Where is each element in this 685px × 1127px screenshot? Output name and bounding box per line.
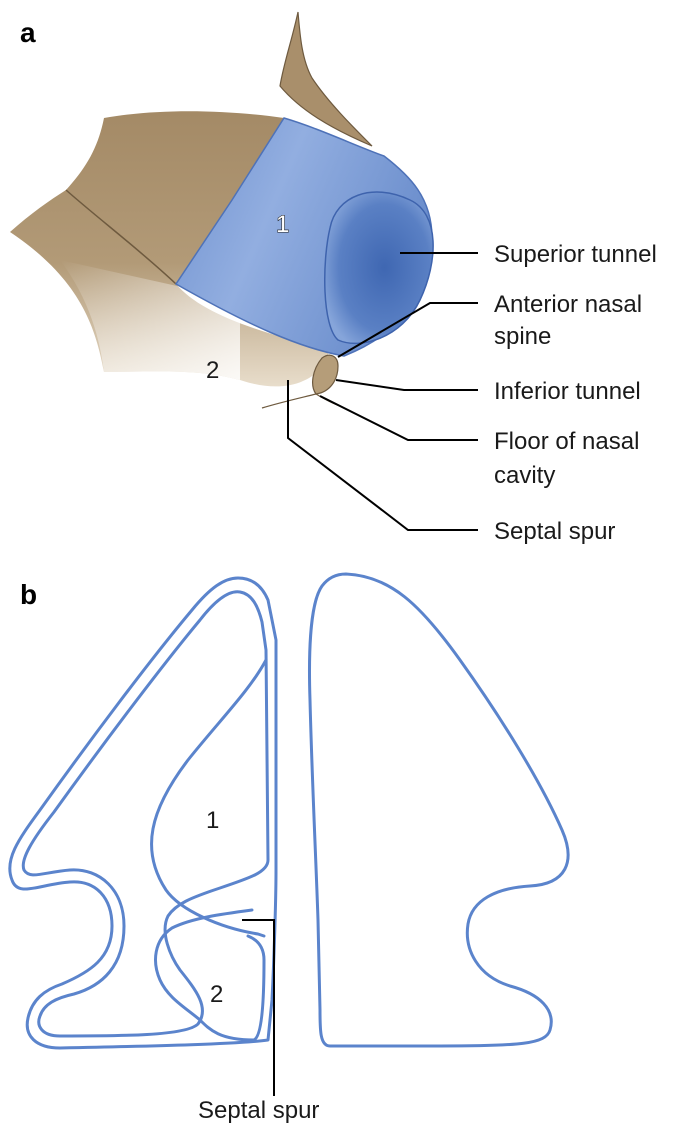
label-septal-spur-a: Septal spur: [494, 518, 615, 545]
panel-a: a 1 2 Superior tunnel Anterior nasal spi…: [10, 11, 657, 545]
panel-a-letter: a: [20, 17, 36, 48]
label-inferior-tunnel: Inferior tunnel: [494, 378, 641, 405]
left-cavity-outer-wall: [8, 576, 278, 1050]
leader-inferior-tunnel: [335, 379, 478, 391]
bone-fissure-line: [65, 189, 177, 285]
label-anterior-nasal-spine-1: Anterior nasal: [494, 291, 642, 318]
leader-anterior-nasal-spine: [337, 302, 478, 358]
panel-b-region-2: 2: [210, 981, 223, 1008]
superior-tunnel-outline: [150, 658, 268, 938]
right-cavity-wall: [308, 572, 570, 1048]
panel-b: b 1 2 Septal spur: [8, 572, 570, 1124]
label-floor-of-nasal-cavity-2: cavity: [494, 462, 555, 489]
left-cavity-inner-wall: [21, 590, 270, 1038]
panel-a-region-2: 2: [206, 357, 219, 384]
upper-bone-flap: [279, 11, 373, 147]
label-superior-tunnel: Superior tunnel: [494, 241, 657, 268]
leader-septal-spur-b: [242, 919, 275, 1096]
panel-b-region-1: 1: [206, 807, 219, 834]
inferior-tunnel-outline: [154, 908, 266, 1042]
label-septal-spur-b: Septal spur: [198, 1097, 319, 1124]
panel-b-letter: b: [20, 579, 37, 610]
leader-septal-spur-a: [287, 380, 478, 531]
maxillary-bone: [10, 111, 330, 387]
anterior-nasal-spine: [312, 354, 339, 395]
label-anterior-nasal-spine-2: spine: [494, 323, 551, 350]
label-floor-of-nasal-cavity-1: Floor of nasal: [494, 428, 639, 455]
leader-floor-of-nasal-cavity: [319, 395, 478, 441]
superior-tunnel-opening: [324, 191, 434, 344]
panel-a-region-1: 1: [276, 211, 289, 238]
